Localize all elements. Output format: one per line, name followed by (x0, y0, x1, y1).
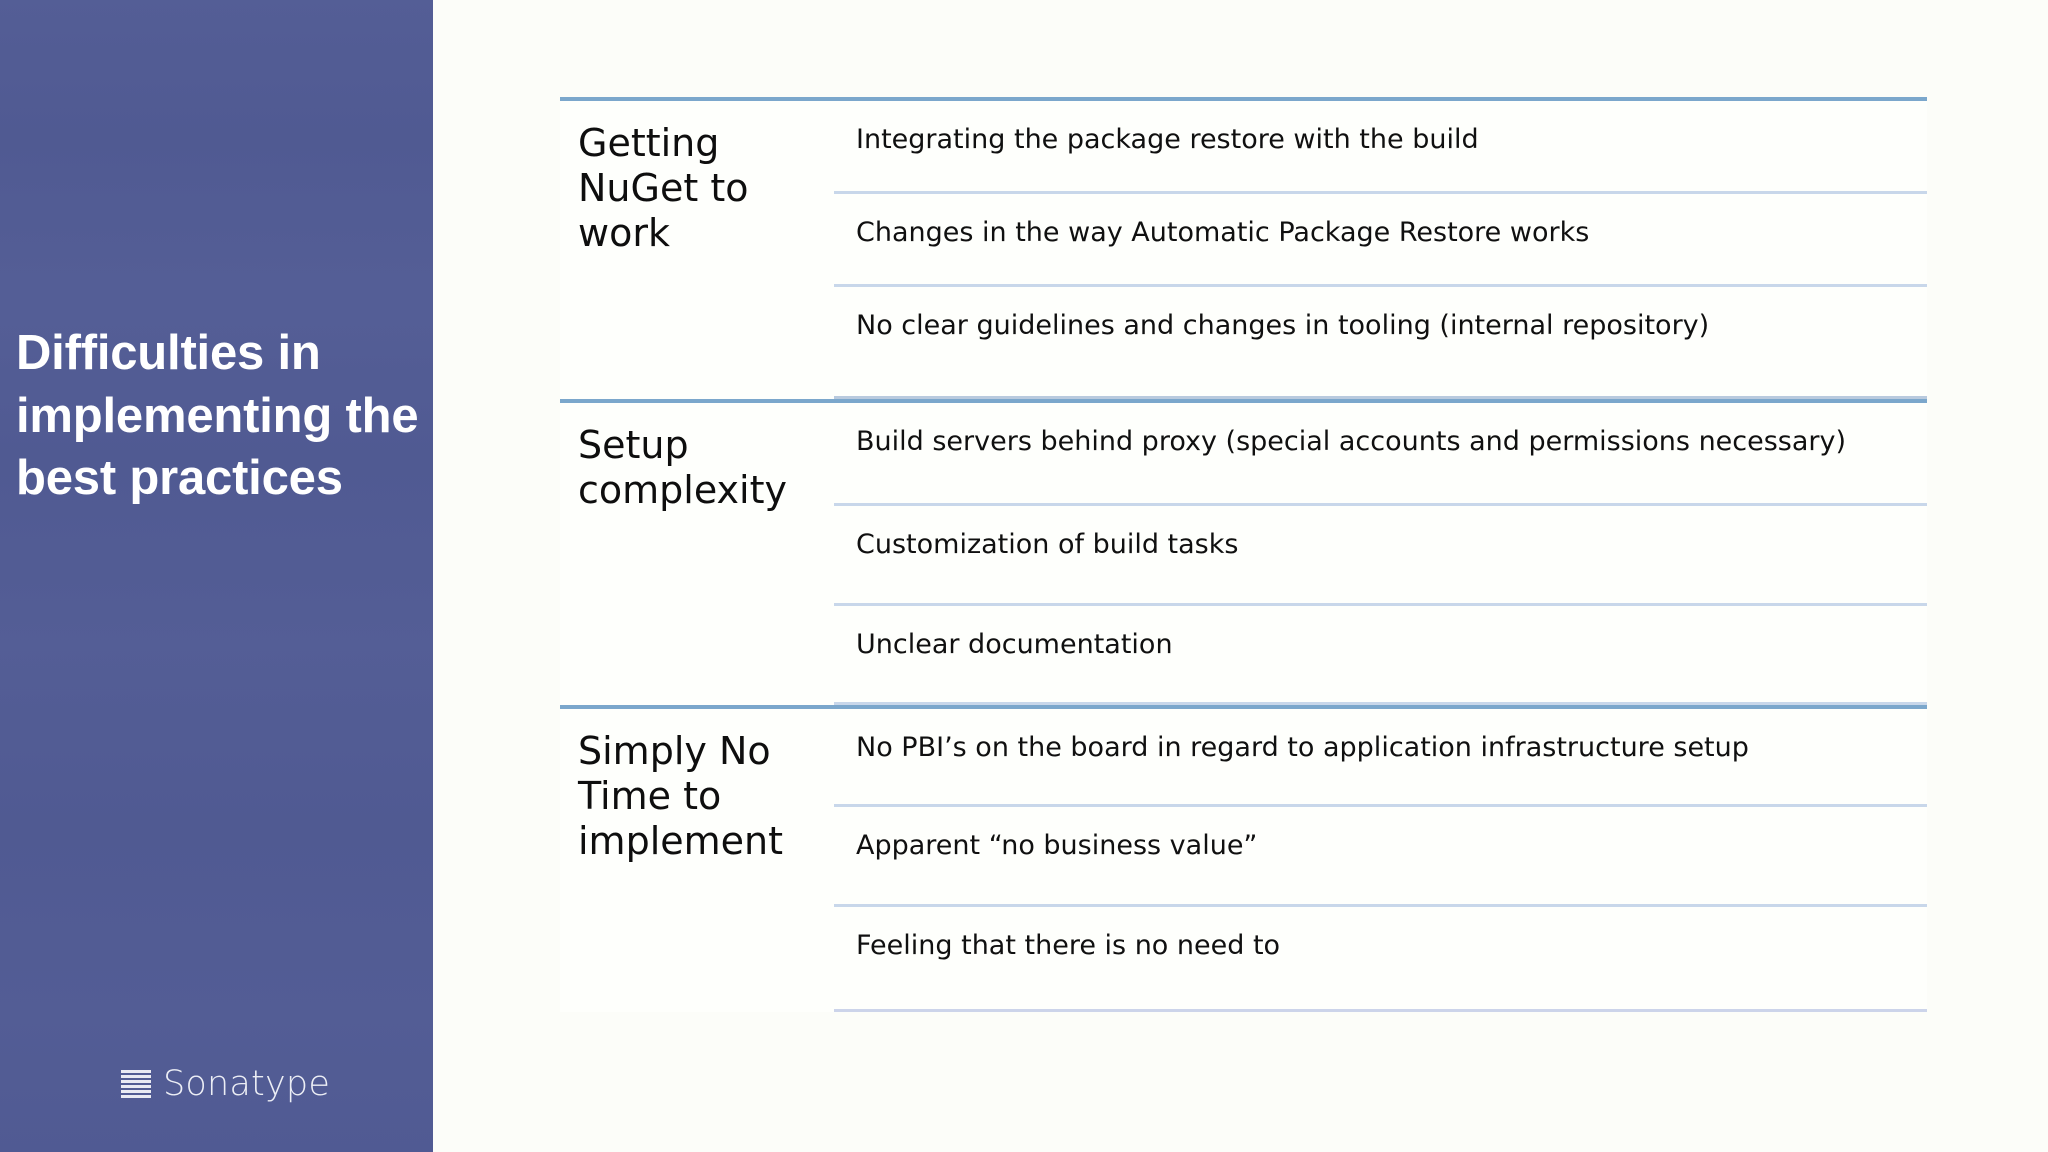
section-items: No PBI’s on the board in regard to appli… (834, 709, 1927, 1012)
table-section: Setup complexity Build servers behind pr… (560, 399, 1927, 705)
table-row: Apparent “no business value” (834, 807, 1927, 907)
sonatype-logo: Sonatype (121, 1064, 330, 1104)
table-section: Simply No Time to implement No PBI’s on … (560, 705, 1927, 1012)
section-category-label: Getting NuGet to work (578, 121, 749, 255)
section-items: Integrating the package restore with the… (834, 101, 1927, 399)
table-row: No PBI’s on the board in regard to appli… (834, 709, 1927, 807)
stacked-bars-icon (121, 1070, 151, 1098)
table-row: Unclear documentation (834, 606, 1927, 705)
section-category-label: Simply No Time to implement (578, 729, 784, 863)
table-row: Changes in the way Automatic Package Res… (834, 194, 1927, 287)
table-row: Feeling that there is no need to (834, 907, 1927, 1012)
logo-wordmark: Sonatype (163, 1064, 331, 1104)
table-section: Getting NuGet to work Integrating the pa… (560, 97, 1927, 399)
table-row: Build servers behind proxy (special acco… (834, 403, 1927, 506)
difficulties-table: Getting NuGet to work Integrating the pa… (560, 97, 1927, 1012)
table-row: Customization of build tasks (834, 506, 1927, 606)
table-row: Integrating the package restore with the… (834, 101, 1927, 194)
section-category-label: Setup complexity (578, 423, 787, 512)
page-title: Difficulties in implementing the best pr… (16, 326, 419, 506)
title-panel (0, 0, 433, 1152)
table-row: No clear guidelines and changes in tooli… (834, 287, 1927, 399)
section-items: Build servers behind proxy (special acco… (834, 403, 1927, 705)
